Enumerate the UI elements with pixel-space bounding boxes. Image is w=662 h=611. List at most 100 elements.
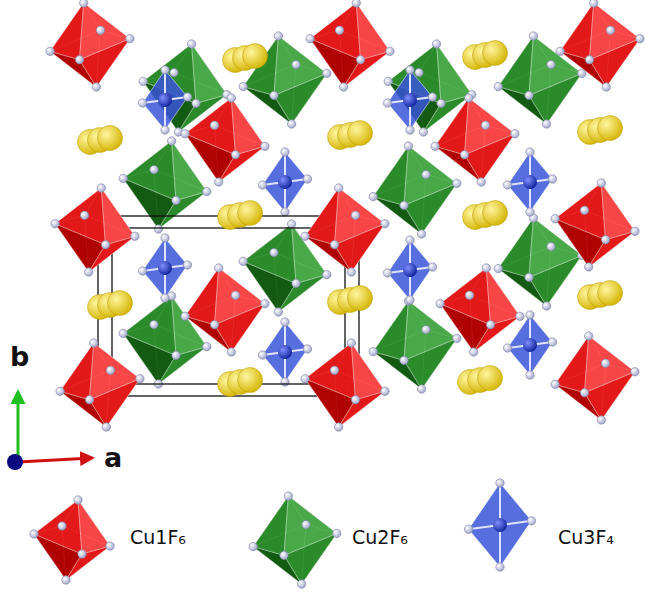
fluorine-atom bbox=[525, 273, 533, 281]
atom-row bbox=[218, 368, 263, 397]
fluorine-atom bbox=[601, 359, 609, 367]
fluorine-atom bbox=[551, 215, 559, 223]
octahedron-face bbox=[373, 301, 408, 360]
fluorine-atom bbox=[170, 68, 178, 76]
octahedron-face bbox=[50, 3, 84, 60]
fluorine-atom bbox=[406, 126, 414, 134]
octahedron bbox=[551, 332, 639, 424]
fluorine-atom bbox=[97, 184, 105, 192]
fluorine-atom bbox=[161, 66, 169, 74]
fluorine-atom bbox=[292, 279, 300, 287]
atom bbox=[483, 41, 508, 66]
fluorine-atom bbox=[210, 121, 218, 129]
fluorine-atom bbox=[516, 312, 524, 320]
atom bbox=[98, 126, 123, 151]
octahedron bbox=[431, 94, 519, 186]
square-face bbox=[263, 152, 308, 212]
fluorine-atom bbox=[281, 148, 289, 156]
square-plane bbox=[258, 148, 311, 216]
legend-text: Cu1F₆ bbox=[130, 528, 186, 547]
fluorine-atom bbox=[383, 269, 391, 277]
octahedron-face bbox=[440, 268, 490, 325]
fluorine-atom bbox=[274, 32, 282, 40]
square-face bbox=[508, 315, 553, 375]
fluorine-atom bbox=[526, 371, 534, 379]
fluorine-atom bbox=[30, 530, 38, 538]
fluorine-atom bbox=[465, 94, 473, 102]
fluorine-atom bbox=[381, 387, 389, 395]
fluorine-atom bbox=[585, 56, 593, 64]
fluorine-atom bbox=[227, 348, 235, 356]
fluorine-atom bbox=[74, 496, 82, 504]
square-plane bbox=[464, 479, 535, 571]
atom bbox=[238, 368, 263, 393]
fluorine-atom bbox=[85, 396, 93, 404]
octahedron bbox=[556, 0, 644, 91]
fluorine-atom bbox=[597, 416, 605, 424]
fluorine-atom bbox=[356, 56, 364, 64]
fluorine-atom bbox=[210, 321, 218, 329]
octahedron bbox=[551, 179, 639, 271]
fluorine-atom bbox=[400, 356, 408, 364]
fluorine-atom bbox=[386, 47, 394, 55]
fluorine-atom bbox=[482, 264, 490, 272]
fluorine-atom bbox=[239, 82, 247, 90]
atom-row bbox=[223, 44, 268, 73]
fluorine-atom bbox=[90, 339, 98, 347]
fluorine-atom bbox=[333, 529, 341, 537]
fluorine-atom bbox=[437, 99, 445, 107]
octahedron bbox=[46, 0, 134, 91]
fluorine-atom bbox=[580, 206, 588, 214]
fluorine-atom bbox=[335, 423, 343, 431]
fluorine-atom bbox=[601, 236, 609, 244]
fluorine-atom bbox=[511, 130, 519, 138]
fluorine-atom bbox=[136, 375, 144, 383]
octahedron-face bbox=[243, 36, 278, 95]
fluorine-atom bbox=[383, 99, 391, 107]
fluorine-atom bbox=[436, 300, 444, 308]
fluorine-atom bbox=[139, 77, 147, 85]
fluorine-atom bbox=[287, 120, 295, 128]
octahedron-face bbox=[601, 183, 635, 240]
fluorine-atom bbox=[470, 348, 478, 356]
square-plane bbox=[383, 236, 436, 304]
atom bbox=[108, 291, 133, 316]
fluorine-atom bbox=[102, 423, 110, 431]
octahedron-face bbox=[192, 44, 227, 103]
fluorine-atom bbox=[400, 201, 408, 209]
octahedron-face bbox=[215, 268, 265, 325]
fluorine-atom bbox=[46, 47, 54, 55]
copper-atom bbox=[523, 338, 537, 352]
fluorine-atom bbox=[154, 225, 162, 233]
octahedron bbox=[249, 492, 341, 588]
square-face bbox=[508, 152, 553, 212]
atom bbox=[478, 366, 503, 391]
fluorine-atom bbox=[150, 320, 158, 328]
fluorine-atom bbox=[381, 220, 389, 228]
fluorine-atom bbox=[292, 60, 300, 68]
copper-atom bbox=[403, 263, 417, 277]
octahedron bbox=[301, 339, 389, 431]
fluorine-atom bbox=[96, 26, 104, 34]
fluorine-atom bbox=[419, 128, 427, 136]
octahedron bbox=[139, 40, 231, 136]
fluorine-atom bbox=[496, 479, 504, 487]
fluorine-atom bbox=[303, 175, 311, 183]
square-plane bbox=[383, 66, 436, 134]
fluorine-atom bbox=[284, 492, 292, 500]
copper-atom bbox=[158, 261, 172, 275]
fluorine-atom bbox=[503, 181, 511, 189]
fluorine-atom bbox=[161, 234, 169, 242]
atom bbox=[598, 116, 623, 141]
octahedron bbox=[436, 264, 524, 356]
fluorine-atom bbox=[261, 300, 269, 308]
fluorine-atom bbox=[631, 227, 639, 235]
fluorine-atom bbox=[527, 517, 535, 525]
fluorine-atom bbox=[542, 120, 550, 128]
copper-atom bbox=[523, 175, 537, 189]
fluorine-atom bbox=[330, 366, 338, 374]
fluorine-atom bbox=[542, 302, 550, 310]
fluorine-atom bbox=[172, 196, 180, 204]
octahedron bbox=[369, 142, 461, 238]
